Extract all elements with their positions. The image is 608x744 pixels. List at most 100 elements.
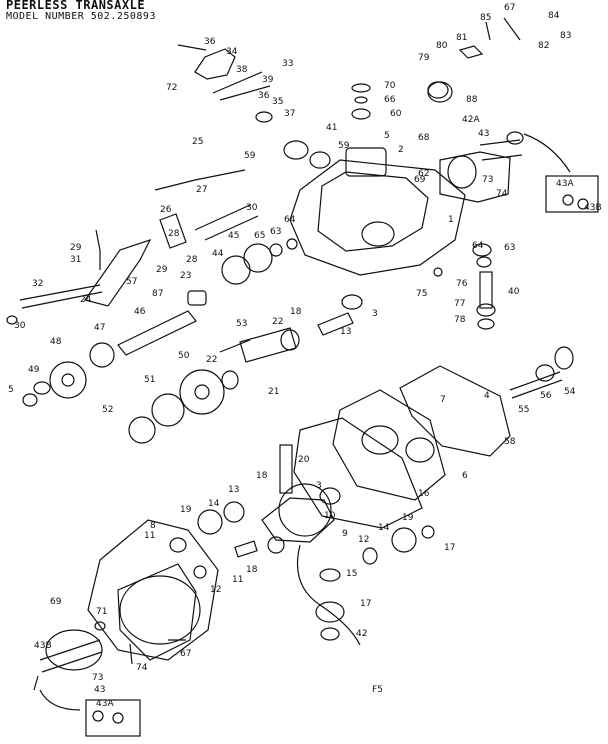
callout-5: 5 <box>384 131 390 141</box>
callout-45: 45 <box>228 231 239 241</box>
callout-78: 78 <box>454 315 466 325</box>
callout-72: 72 <box>166 83 177 93</box>
callout-12: 12 <box>358 535 369 545</box>
callout-23: 23 <box>180 271 191 281</box>
callout-68: 68 <box>418 133 430 143</box>
callout-11: 11 <box>232 575 243 585</box>
callout-19: 19 <box>402 513 414 523</box>
callout-66: 66 <box>384 95 396 105</box>
callout-26: 26 <box>160 205 172 215</box>
model-number: MODEL NUMBER 502.250893 <box>6 11 156 22</box>
diagram-drawing <box>6 17 599 737</box>
callout-9: 9 <box>342 529 348 539</box>
callout-13: 13 <box>228 485 239 495</box>
callout-10: 10 <box>324 511 336 521</box>
callout-43: 43 <box>94 685 105 695</box>
callout-19: 19 <box>180 505 192 515</box>
callout-35: 35 <box>272 97 283 107</box>
callout-22: 22 <box>272 317 283 327</box>
callout-56: 56 <box>540 391 552 401</box>
callout-59: 59 <box>244 151 256 161</box>
callout-62: 62 <box>418 169 429 179</box>
callout-50: 50 <box>178 351 190 361</box>
callout-12: 12 <box>210 585 221 595</box>
callout-44: 44 <box>212 249 224 259</box>
callout-57: 57 <box>126 277 137 287</box>
callout-58: 58 <box>504 437 516 447</box>
callout-76: 76 <box>456 279 468 289</box>
callout-42A: 42A <box>462 115 480 125</box>
callout-8: 8 <box>150 521 156 531</box>
callout-20: 20 <box>298 455 310 465</box>
callout-16: 16 <box>418 489 430 499</box>
callout-18: 18 <box>246 565 258 575</box>
callout-73: 73 <box>92 673 103 683</box>
callout-33: 33 <box>282 59 293 69</box>
callout-80: 80 <box>436 41 448 51</box>
callout-30: 30 <box>246 203 258 213</box>
callout-labels: 363472383933363537597066605415968242A436… <box>8 3 602 709</box>
callout-32: 32 <box>32 279 43 289</box>
callout-39: 39 <box>262 75 274 85</box>
callout-7: 7 <box>440 395 446 405</box>
callout-31: 31 <box>70 255 81 265</box>
callout-34: 34 <box>226 47 238 57</box>
callout-67: 67 <box>504 3 515 13</box>
callout-38: 38 <box>236 65 248 75</box>
callout-40: 40 <box>508 287 520 297</box>
callout-52: 52 <box>102 405 113 415</box>
callout-88: 88 <box>466 95 478 105</box>
callout-41: 41 <box>326 123 337 133</box>
callout-84: 84 <box>548 11 560 21</box>
callout-70: 70 <box>384 81 396 91</box>
callout-1: 1 <box>448 215 454 225</box>
callout-30: 30 <box>14 321 26 331</box>
callout-43A: 43A <box>556 179 574 189</box>
callout-74: 74 <box>496 189 508 199</box>
callout-60: 60 <box>390 109 402 119</box>
callout-43A: 43A <box>96 699 114 709</box>
callout-17: 17 <box>444 543 455 553</box>
diagram-title: PEERLESS TRANSAXLE <box>6 0 146 12</box>
callout-73: 73 <box>482 175 493 185</box>
callout-4: 4 <box>484 391 490 401</box>
callout-13: 13 <box>340 327 351 337</box>
callout-17: 17 <box>360 599 371 609</box>
callout-43: 43 <box>478 129 489 139</box>
callout-82: 82 <box>538 41 549 51</box>
callout-29: 29 <box>156 265 168 275</box>
callout-29: 29 <box>70 243 82 253</box>
callout-71: 71 <box>96 607 107 617</box>
callout-5: 5 <box>8 385 14 395</box>
callout-51: 51 <box>144 375 155 385</box>
callout-22: 22 <box>206 355 217 365</box>
callout-55: 55 <box>518 405 529 415</box>
callout-77: 77 <box>454 299 465 309</box>
callout-47: 47 <box>94 323 105 333</box>
callout-25: 25 <box>192 137 203 147</box>
callout-54: 54 <box>564 387 576 397</box>
callout-65: 65 <box>254 231 265 241</box>
callout-64: 64 <box>284 215 296 225</box>
callout-83: 83 <box>560 31 571 41</box>
callout-43B: 43B <box>584 203 602 213</box>
callout-74: 74 <box>136 663 148 673</box>
callout-79: 79 <box>418 53 430 63</box>
callout-14: 14 <box>208 499 220 509</box>
callout-27: 27 <box>196 185 207 195</box>
callout-85: 85 <box>480 13 491 23</box>
callout-36: 36 <box>204 37 216 47</box>
callout-69: 69 <box>414 175 426 185</box>
callout-49: 49 <box>28 365 40 375</box>
callout-46: 46 <box>134 307 146 317</box>
callout-37: 37 <box>284 109 295 119</box>
callout-81: 81 <box>456 33 467 43</box>
callout-64: 64 <box>472 241 484 251</box>
callout-15: 15 <box>346 569 357 579</box>
callout-87: 87 <box>152 289 163 299</box>
callout-63: 63 <box>504 243 515 253</box>
callout-53: 53 <box>236 319 247 329</box>
callout-24: 24 <box>80 295 92 305</box>
callout-3: 3 <box>316 481 322 491</box>
callout-28: 28 <box>168 229 180 239</box>
